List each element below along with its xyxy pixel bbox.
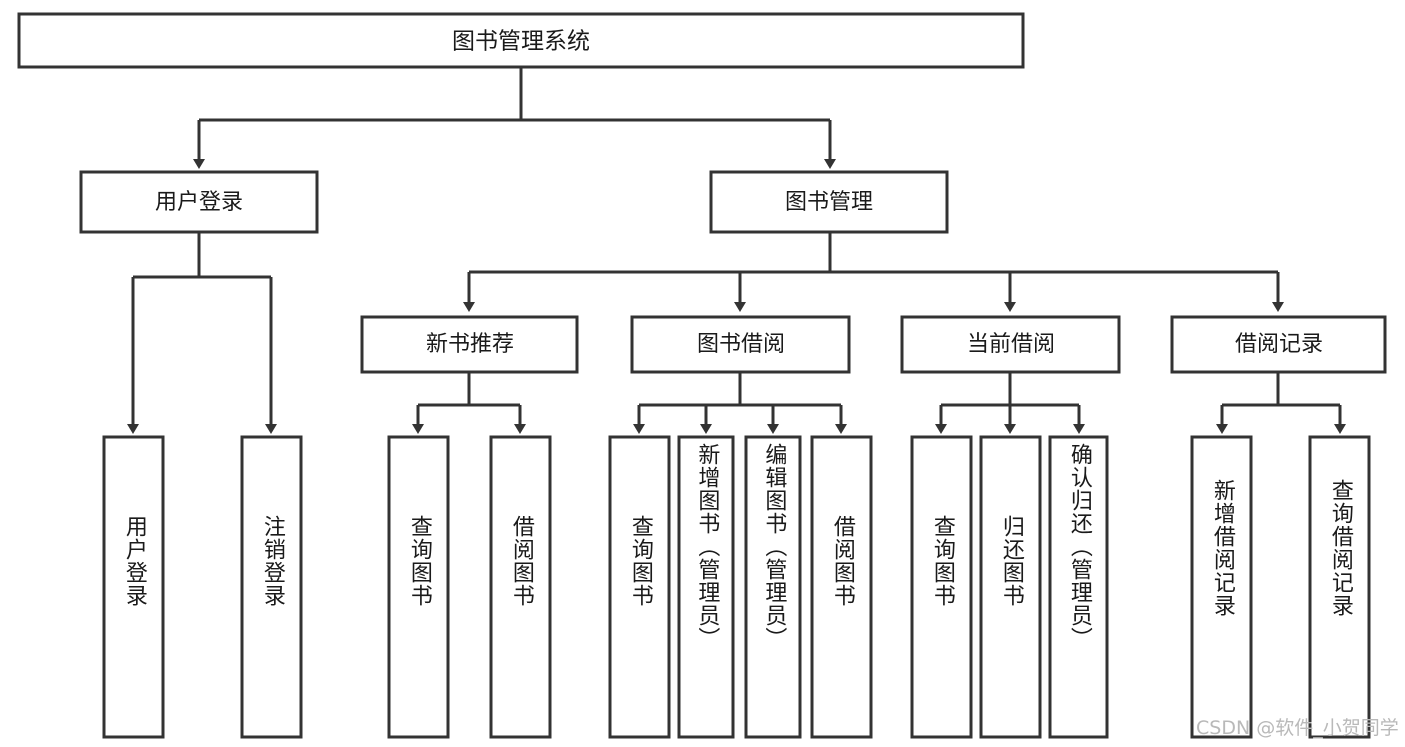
node-book-borrow-box[interactable]: [630, 315, 851, 374]
leaf-box-confirm-return-admin[interactable]: [1048, 435, 1109, 739]
node-borrow-record-label: 借阅记录: [1235, 332, 1323, 357]
node-borrow-record[interactable]: 借阅记录: [1170, 315, 1387, 374]
node-new-book-recommend-label: 新书推荐: [426, 332, 514, 357]
node-current-borrow-box[interactable]: [900, 315, 1121, 374]
node-root[interactable]: 图书管理系统: [17, 12, 1025, 69]
leaf-box-query-book-2[interactable]: [608, 435, 671, 739]
connector-group: [127, 67, 1346, 434]
node-root-label: 图书管理系统: [452, 29, 590, 55]
leaf-box-add-book-admin[interactable]: [677, 435, 735, 739]
node-root-box[interactable]: [17, 12, 1025, 69]
leaf-box-user-login[interactable]: [102, 435, 165, 739]
node-user-login[interactable]: 用户登录: [79, 170, 319, 234]
leaf-box-edit-book-admin[interactable]: [744, 435, 802, 739]
leaf-box-query-book-1[interactable]: [387, 435, 450, 739]
node-book-manage[interactable]: 图书管理: [709, 170, 949, 234]
node-book-manage-box[interactable]: [709, 170, 949, 234]
leaf-box-return-book[interactable]: [979, 435, 1042, 739]
leaf-box-borrow-book-2[interactable]: [810, 435, 873, 739]
leaf-box-add-borrow-record[interactable]: [1190, 435, 1253, 739]
node-book-manage-label: 图书管理: [785, 190, 873, 215]
node-current-borrow[interactable]: 当前借阅: [900, 315, 1121, 374]
node-new-book-recommend[interactable]: 新书推荐: [360, 315, 579, 374]
leaf-box-logout[interactable]: [240, 435, 303, 739]
node-book-borrow-label: 图书借阅: [697, 332, 785, 357]
leaf-box-borrow-book-1[interactable]: [489, 435, 552, 739]
node-user-login-box[interactable]: [79, 170, 319, 234]
leaf-box-group: [102, 435, 1371, 739]
node-borrow-record-box[interactable]: [1170, 315, 1387, 374]
node-book-borrow[interactable]: 图书借阅: [630, 315, 851, 374]
node-current-borrow-label: 当前借阅: [967, 332, 1055, 357]
leaf-box-query-borrow-record[interactable]: [1308, 435, 1371, 739]
leaf-box-query-book-3[interactable]: [910, 435, 973, 739]
node-user-login-label: 用户登录: [155, 190, 243, 215]
node-new-book-recommend-box[interactable]: [360, 315, 579, 374]
